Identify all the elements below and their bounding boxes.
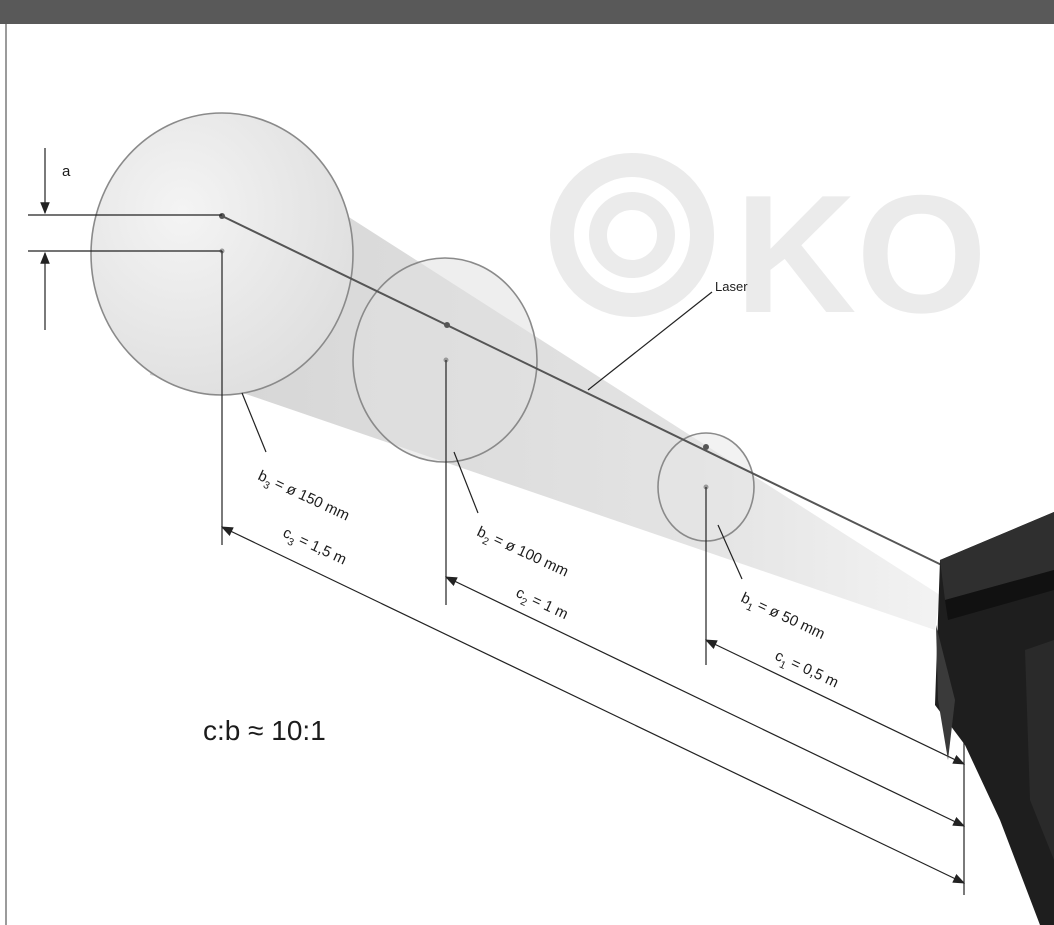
distance-arrow-c1: [704, 639, 966, 765]
watermark-text: KO: [735, 160, 987, 348]
laser-dot-b1: [703, 444, 709, 450]
distance-to-spot-ratio: c:b ≈ 10:1: [203, 715, 326, 746]
label-c2: c2 = 1 m: [512, 584, 571, 626]
offset-label-a: a: [62, 163, 71, 180]
laser-beam: [221, 215, 953, 571]
watermark-logo: KO: [550, 153, 987, 348]
laser-dot-b3: [219, 213, 225, 219]
header-bar: [0, 0, 1054, 24]
label-b3: b3 = ø 150 mm: [254, 467, 352, 528]
distance-arrow-c2: [444, 576, 966, 827]
laser-leader-line: [587, 291, 713, 391]
leader-b2: [453, 451, 479, 514]
label-c3: c3 = 1,5 m: [279, 524, 349, 572]
laser-label: Laser: [715, 279, 748, 294]
offset-dimension-a: [28, 148, 222, 330]
label-b2: b2 = ø 100 mm: [473, 523, 571, 584]
leader-b3: [241, 392, 267, 453]
thermometer-device: [935, 512, 1054, 925]
label-b1: b1 = ø 50 mm: [737, 589, 828, 646]
laser-dot-b2: [444, 322, 450, 328]
